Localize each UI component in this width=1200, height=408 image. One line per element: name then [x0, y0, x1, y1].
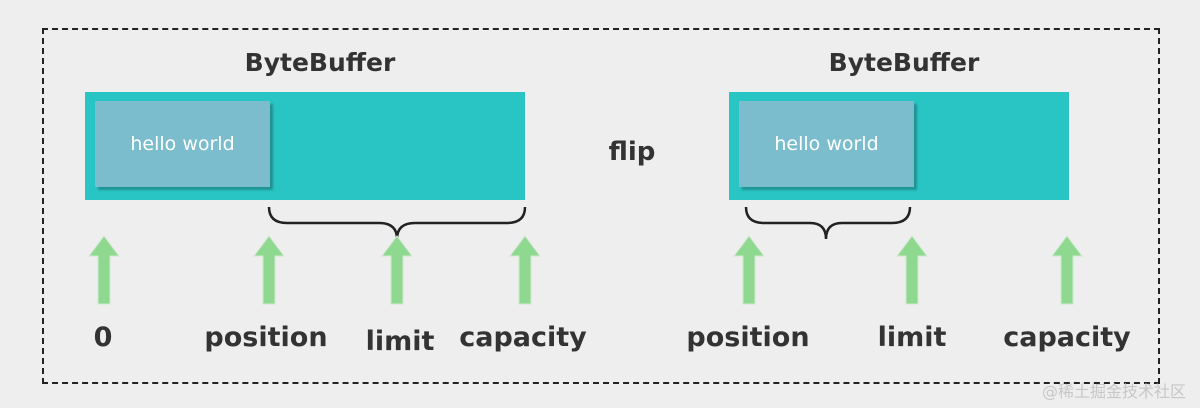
- flip-operation-label: flip: [608, 137, 656, 167]
- before-limit-label: limit: [365, 326, 435, 357]
- after-data-block: hello world: [739, 101, 914, 187]
- after-capacity-arrow-icon: [1051, 235, 1083, 305]
- after-capacity-label: capacity: [1003, 322, 1131, 353]
- after-limit-label: limit: [877, 322, 947, 353]
- before-position-arrow-icon: [253, 235, 285, 305]
- before-buffer-title: ByteBuffer: [244, 48, 396, 77]
- after-limit-arrow-icon: [896, 235, 928, 305]
- before-limit-arrow-icon: [381, 235, 413, 305]
- after-position-arrow-icon: [733, 235, 765, 305]
- diagram-frame: [42, 28, 1160, 384]
- zero-arrow-icon: [88, 235, 120, 305]
- after-buffer-title: ByteBuffer: [828, 48, 980, 77]
- before-position-label: position: [204, 322, 328, 353]
- before-capacity-arrow-icon: [509, 235, 541, 305]
- before-data-block: hello world: [95, 101, 270, 187]
- watermark: @稀土掘金技术社区: [1041, 382, 1186, 401]
- after-readable-brace: [744, 206, 912, 240]
- before-capacity-label: capacity: [459, 322, 587, 353]
- before-zero-label: 0: [93, 322, 113, 353]
- after-position-label: position: [686, 322, 810, 353]
